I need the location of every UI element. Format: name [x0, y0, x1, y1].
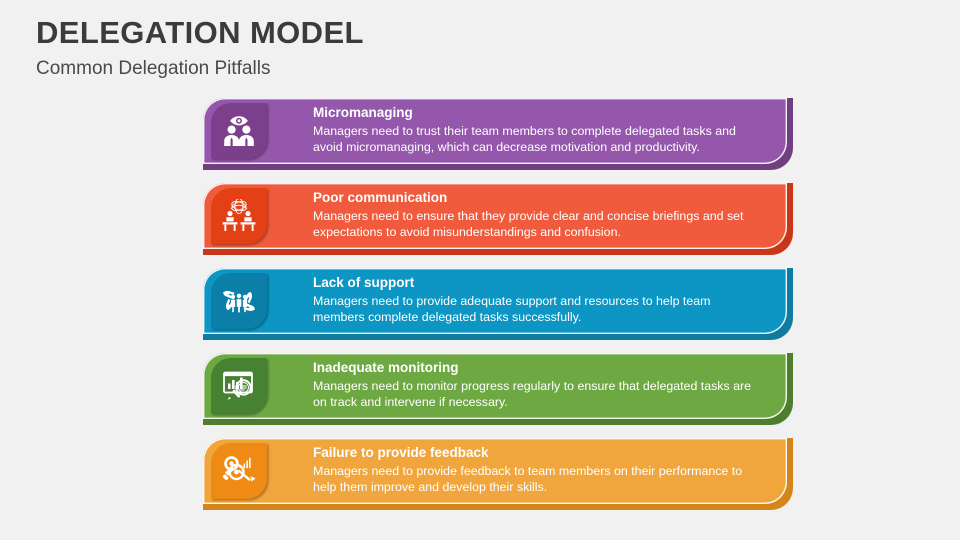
hands-supporting-people-icon — [211, 273, 267, 329]
row-description: Managers need to provide adequate suppor… — [313, 293, 711, 325]
page-subtitle: Common Delegation Pitfalls — [36, 58, 271, 80]
row-heading: Poor communication — [313, 190, 448, 205]
team-eye-icon — [211, 103, 267, 159]
row-description: Managers need to trust their team member… — [313, 123, 736, 155]
row-heading: Inadequate monitoring — [313, 360, 459, 375]
magnifier-chart-arrow-icon — [211, 443, 267, 499]
row-heading: Failure to provide feedback — [313, 445, 489, 460]
page-title: DELEGATION MODEL — [36, 15, 364, 50]
chart-magnifier-icon — [211, 358, 267, 414]
row-description: Managers need to ensure that they provid… — [313, 208, 744, 240]
row-description: Managers need to provide feedback to tea… — [313, 463, 743, 495]
row-heading: Micromanaging — [313, 105, 413, 120]
header: DELEGATION MODEL Common Delegation Pitfa… — [36, 15, 364, 80]
row-heading: Lack of support — [313, 275, 415, 290]
row-description: Managers need to monitor progress regula… — [313, 378, 752, 410]
two-desks-tangled-lines-icon — [211, 188, 267, 244]
